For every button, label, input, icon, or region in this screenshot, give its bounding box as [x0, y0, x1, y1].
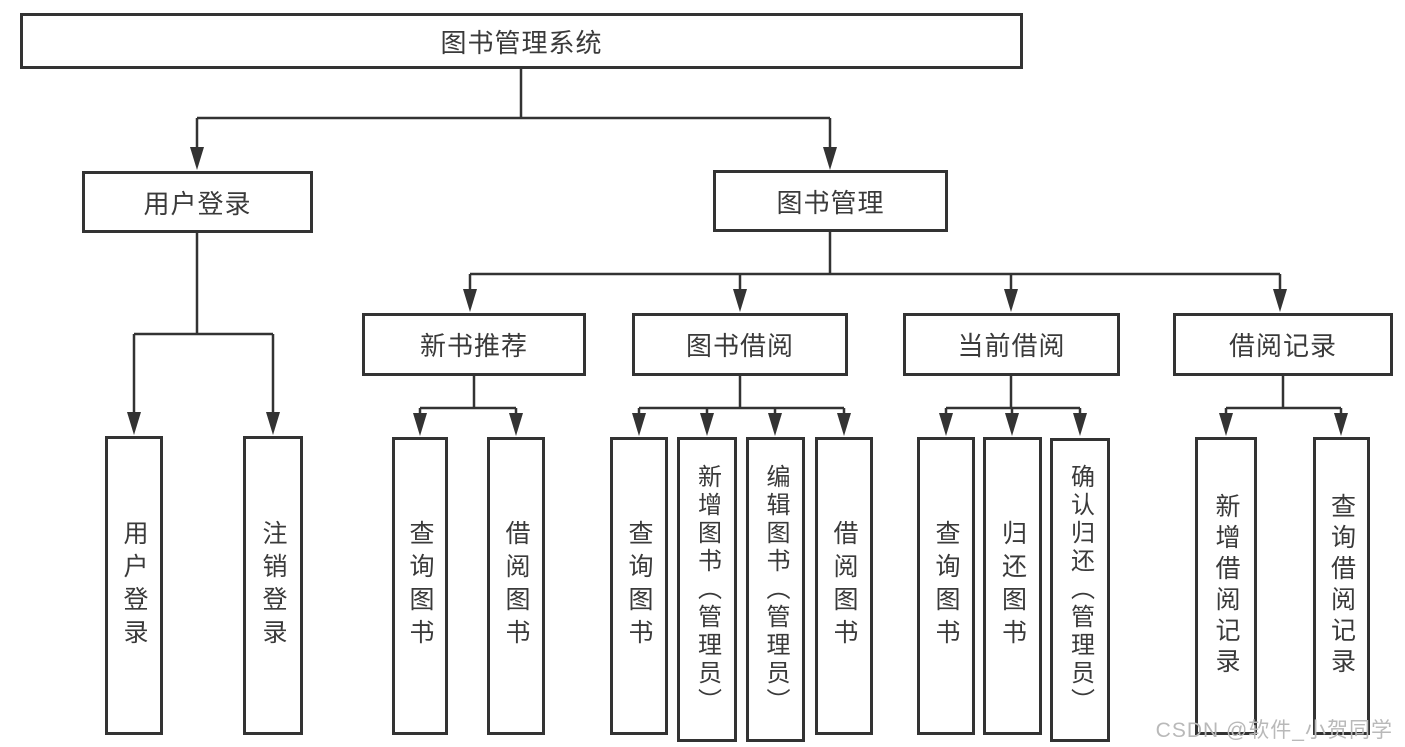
leaf-add-borrow-record: 新增借阅记录 — [1195, 437, 1257, 735]
leaf-logout: 注销登录 — [243, 436, 303, 735]
leaf-edit-book-admin: 编辑图书（管理员） — [746, 437, 805, 742]
arrowhead — [823, 147, 837, 170]
arrowhead — [1005, 413, 1019, 436]
leaf-borrow-books-borrowing: 借阅图书 — [815, 437, 873, 735]
leaf-confirm-return-admin: 确认归还（管理员） — [1050, 438, 1110, 742]
leaf-add-book-admin: 新增图书（管理员） — [677, 437, 737, 742]
arrowhead — [1334, 413, 1348, 436]
arrowhead — [768, 413, 782, 436]
arrowhead — [1219, 413, 1233, 436]
leaf-user-login: 用户登录 — [105, 436, 163, 735]
leaf-query-books-borrowing: 查询图书 — [610, 437, 668, 735]
leaf-borrow-books-recommend: 借阅图书 — [487, 437, 545, 735]
node-book-borrowing: 图书借阅 — [632, 313, 848, 376]
arrowhead — [413, 413, 427, 436]
arrowhead — [939, 413, 953, 436]
node-library-system-root: 图书管理系统 — [20, 13, 1023, 69]
arrowhead — [463, 289, 477, 312]
leaf-return-books: 归还图书 — [983, 437, 1042, 735]
arrowhead — [1004, 289, 1018, 312]
leaf-query-books-recommend: 查询图书 — [392, 437, 448, 735]
leaf-query-books-current: 查询图书 — [917, 437, 975, 735]
node-new-book-recommend: 新书推荐 — [362, 313, 586, 376]
arrowhead — [632, 413, 646, 436]
arrowhead — [266, 412, 280, 435]
arrowhead — [509, 413, 523, 436]
arrowhead — [733, 289, 747, 312]
node-book-management-branch: 图书管理 — [713, 170, 948, 232]
arrowheads — [127, 147, 1348, 436]
node-borrowing-records: 借阅记录 — [1173, 313, 1393, 376]
arrowhead — [127, 412, 141, 435]
csdn-watermark: CSDN @软件_小贺同学 — [1155, 719, 1393, 742]
elbow-connectors — [132, 69, 1343, 415]
node-current-borrowing: 当前借阅 — [903, 313, 1120, 376]
arrowhead — [837, 413, 851, 436]
leaf-query-borrow-record: 查询借阅记录 — [1313, 437, 1370, 735]
arrowhead — [1273, 289, 1287, 312]
arrowhead — [190, 147, 204, 170]
node-user-login-branch: 用户登录 — [82, 171, 313, 233]
arrowhead — [700, 413, 714, 436]
arrowhead — [1073, 413, 1087, 436]
